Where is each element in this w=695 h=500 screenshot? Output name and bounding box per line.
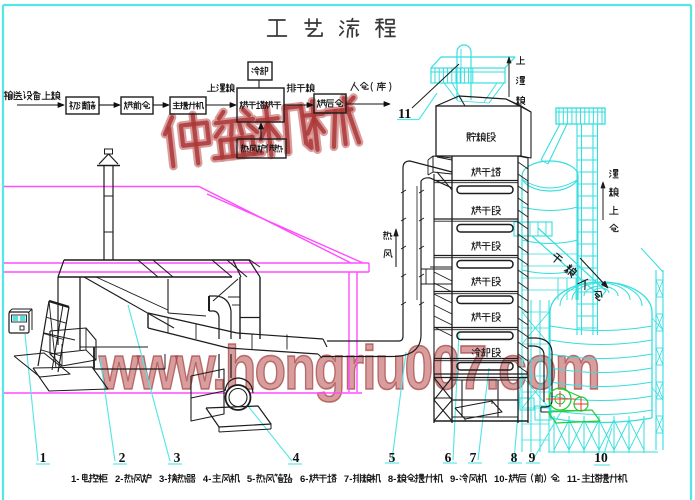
svg-text:10-: 10- [494, 474, 508, 485]
svg-text:11: 11 [398, 107, 411, 122]
svg-text:7-: 7- [344, 474, 352, 485]
svg-text:10: 10 [594, 450, 608, 465]
svg-text:8-: 8- [388, 474, 396, 485]
svg-text:1: 1 [40, 450, 47, 465]
svg-text:7: 7 [470, 450, 477, 465]
svg-text:2: 2 [119, 450, 126, 465]
svg-text:1-: 1- [71, 474, 79, 485]
svg-text:6-: 6- [300, 474, 308, 485]
svg-text:5-: 5- [247, 474, 255, 485]
svg-text:5: 5 [389, 450, 396, 465]
svg-text:3-: 3- [159, 474, 167, 485]
svg-text:9-: 9- [450, 474, 458, 485]
svg-text:3: 3 [174, 450, 181, 465]
svg-text:4-: 4- [203, 474, 211, 485]
svg-text:4: 4 [293, 450, 300, 465]
svg-text:8: 8 [511, 450, 518, 465]
svg-text:2-: 2- [115, 474, 123, 485]
svg-text:6: 6 [445, 450, 452, 465]
svg-text:9: 9 [529, 450, 536, 465]
svg-text:11-: 11- [567, 474, 580, 485]
